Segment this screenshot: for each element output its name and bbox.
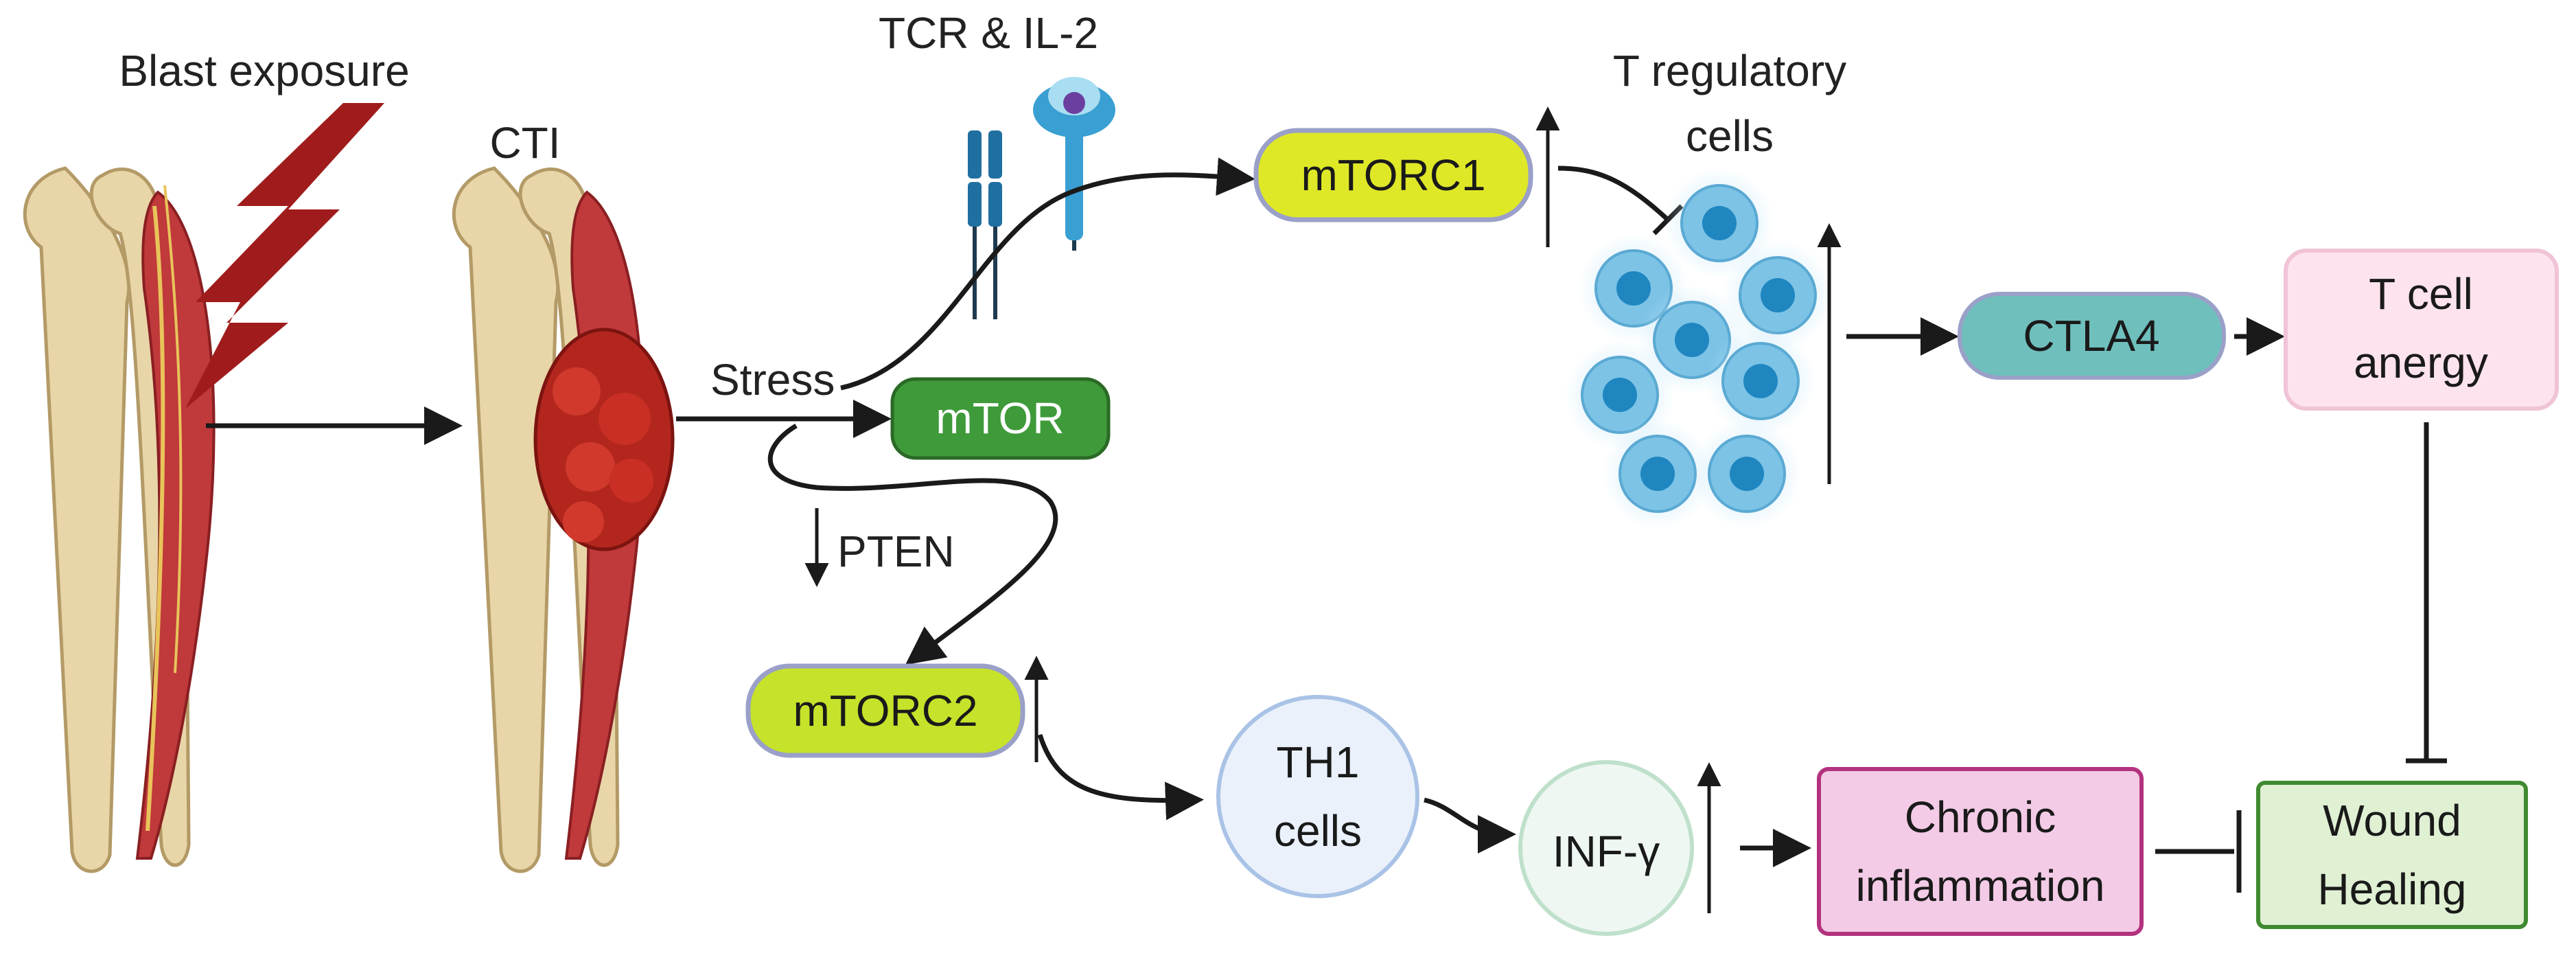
t-cell-anergy-label-line2: anergy — [2354, 338, 2488, 387]
th1-label-line2: cells — [1274, 806, 1362, 856]
wound-label-line2: Healing — [2317, 864, 2466, 914]
wound-healing-node — [2256, 781, 2528, 929]
inf-gamma-node — [1518, 760, 1694, 936]
pten-label: PTEN — [837, 527, 955, 576]
mtor-node — [890, 377, 1111, 460]
tcr-il2-label: TCR & IL-2 — [879, 8, 1098, 58]
leg-illustration-left — [23, 166, 216, 873]
chronic-label-line2: inflammation — [1856, 861, 2105, 911]
ctla4-node — [1958, 292, 2226, 380]
th1-label-line1: TH1 — [1277, 737, 1360, 787]
treg-cell-cluster — [1565, 168, 1833, 529]
leg-illustration-cti — [452, 166, 675, 873]
mtorc2-node-label: mTORC2 — [793, 686, 977, 735]
treg-label-line1: T regulatory — [1613, 46, 1846, 95]
stress-label: Stress — [710, 355, 835, 404]
arrow-mtorc2-to-th1 — [1037, 733, 1204, 821]
t-cell-anergy-node — [2284, 249, 2559, 411]
mtorc1-node — [1253, 128, 1533, 222]
chronic-inflammation-node — [1817, 767, 2144, 936]
ctla4-node-label: CTLA4 — [2023, 311, 2159, 360]
tcr-receptor-icon — [968, 77, 1115, 319]
chronic-label-line1: Chronic — [1905, 792, 2056, 842]
mtorc1-node-label: mTORC1 — [1301, 150, 1485, 200]
mtor-node-label: mTOR — [936, 393, 1064, 443]
inhibit-mtorc1-to-treg — [1557, 165, 1670, 222]
blast-exposure-label: Blast exposure — [119, 46, 409, 95]
t-cell-anergy-label-line1: T cell — [2369, 269, 2473, 319]
th1-cells-node — [1216, 695, 1419, 898]
inf-gamma-label: INF-γ — [1553, 827, 1660, 876]
treg-label-line2: cells — [1686, 111, 1774, 161]
arrow-mtor-to-mtorc2 — [767, 423, 1058, 665]
lightning-bolt-icon — [185, 103, 384, 409]
mtorc2-node — [745, 663, 1025, 758]
arrow-stress-to-mtorc1 — [840, 157, 1255, 391]
arrow-th1-to-inf — [1424, 797, 1516, 854]
cti-label: CTI — [489, 118, 560, 168]
wound-label-line1: Wound — [2323, 796, 2461, 845]
